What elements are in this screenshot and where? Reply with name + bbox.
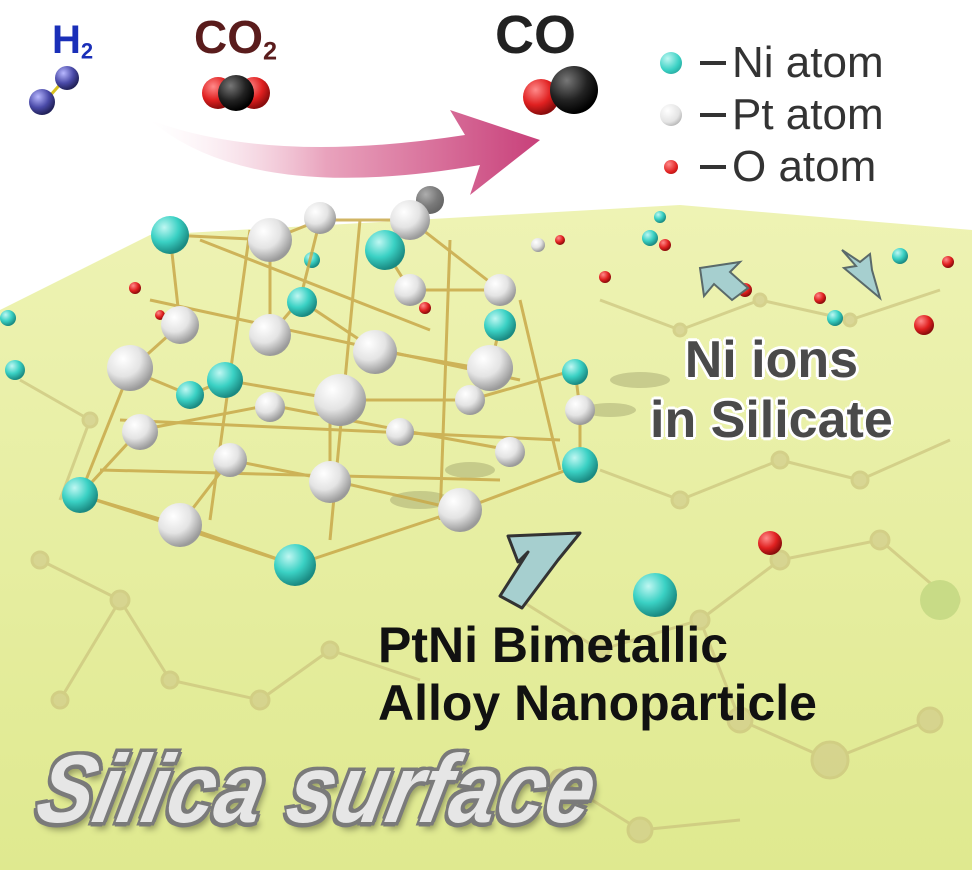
co2-label: CO2 bbox=[194, 10, 277, 66]
alloy-line1: PtNi Bimetallic bbox=[378, 617, 729, 673]
legend-item-ni: Ni atom bbox=[660, 38, 884, 87]
reaction-arrow bbox=[150, 110, 540, 195]
co-molecule bbox=[523, 66, 598, 115]
ni-ions-pointer-arrows bbox=[698, 249, 882, 302]
co-label-main: CO bbox=[495, 5, 576, 65]
legend-item-o: O atom bbox=[660, 142, 877, 191]
ni-atom-swatch bbox=[660, 52, 682, 74]
legend-label-pt: Pt atom bbox=[732, 90, 884, 139]
legend-item-pt: Pt atom bbox=[660, 90, 884, 139]
alloy-pointer-arrow bbox=[498, 531, 582, 610]
legend-label-ni: Ni atom bbox=[732, 38, 884, 87]
co-label: CO bbox=[495, 4, 576, 66]
legend-label-o: O atom bbox=[732, 142, 877, 191]
pt-atom-swatch bbox=[660, 104, 682, 126]
h2-label-main: H bbox=[52, 18, 81, 62]
ni-ions-line1: Ni ions bbox=[684, 331, 859, 389]
o-atom-swatch bbox=[664, 160, 678, 174]
surface-atoms bbox=[0, 211, 954, 617]
silica-surface-plane bbox=[0, 205, 972, 870]
co2-label-sub: 2 bbox=[263, 37, 278, 66]
silicate-network bbox=[19, 288, 961, 844]
h2-label: H2 bbox=[52, 18, 93, 65]
silica-surface-label: Silica surface bbox=[28, 734, 608, 843]
cluster-shadow bbox=[390, 372, 670, 509]
h2-label-sub: 2 bbox=[80, 38, 94, 64]
legend-dash bbox=[700, 113, 726, 117]
legend-dash bbox=[700, 165, 726, 169]
ni-ions-label: Ni ions in Silicate bbox=[650, 330, 893, 450]
h2-molecule bbox=[29, 66, 79, 115]
ni-ions-line2: in Silicate bbox=[650, 391, 893, 449]
co2-label-main: CO bbox=[194, 11, 263, 63]
legend-dash bbox=[700, 61, 726, 65]
alloy-line2: Alloy Nanoparticle bbox=[378, 675, 817, 731]
nanoparticle-atoms bbox=[62, 186, 598, 586]
alloy-label: PtNi Bimetallic Alloy Nanoparticle bbox=[378, 616, 817, 732]
co2-molecule bbox=[202, 75, 270, 111]
